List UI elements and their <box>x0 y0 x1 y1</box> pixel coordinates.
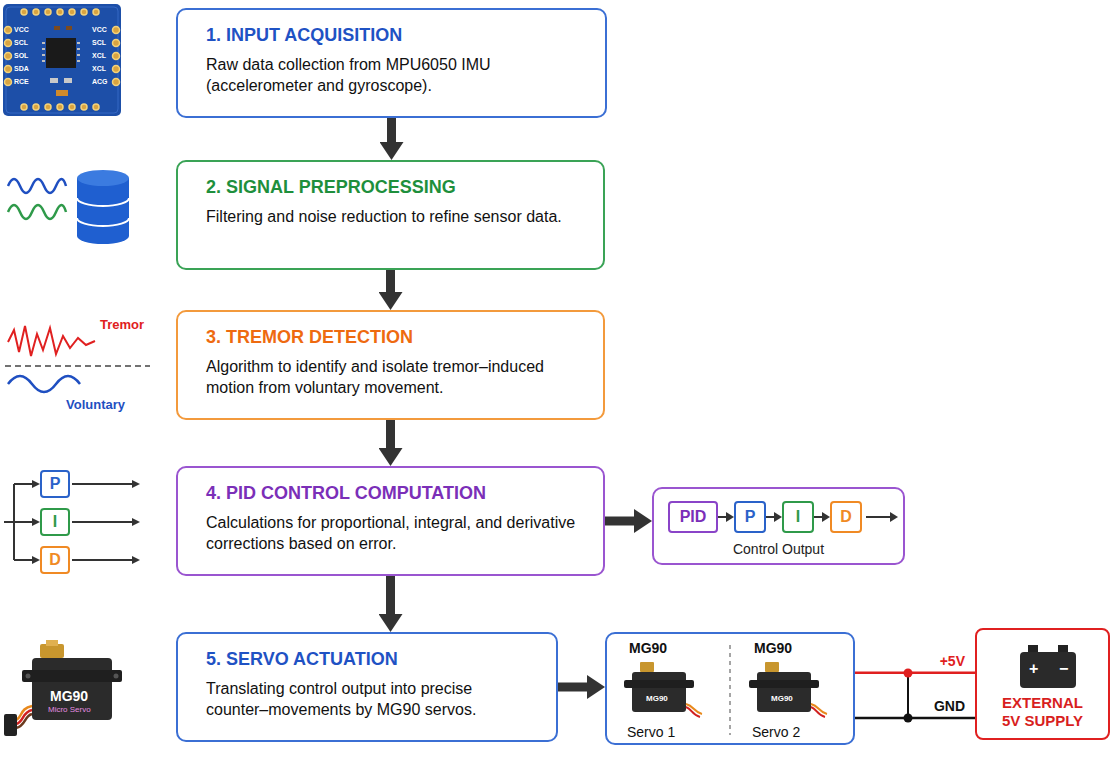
pin-label: SOL <box>14 52 28 60</box>
flow-arrow <box>386 576 395 614</box>
part-marking: Micro Servo <box>48 705 91 714</box>
flow-arrow <box>558 683 587 692</box>
servo-model: MG90 <box>754 640 792 656</box>
step-heading: 2. SIGNAL PREPROCESSING <box>206 176 583 198</box>
imu-board <box>3 4 121 116</box>
step-description: Raw data collection from MPU6050 IMU (ac… <box>206 54 585 96</box>
pin-label: RCE <box>14 78 29 86</box>
pin-label: ACG <box>92 78 108 86</box>
flow-arrow <box>814 516 822 518</box>
wire-label: GND <box>934 698 965 714</box>
term-letter: P <box>745 508 756 526</box>
flow-arrow <box>605 517 634 526</box>
step-heading: 1. INPUT ACQUISITION <box>206 24 585 46</box>
step-heading: 4. PID CONTROL COMPUTATION <box>206 482 583 504</box>
term-box: P <box>734 501 766 533</box>
signal-label: Voluntary <box>66 398 125 413</box>
signal-database-icon <box>8 170 129 244</box>
term-box: I <box>40 508 70 536</box>
flow-arrow <box>766 516 774 518</box>
tremor-waveform-icon <box>5 326 150 392</box>
flow-arrow <box>387 118 396 142</box>
process-box: 4. PID CONTROL COMPUTATION Calculations f… <box>176 466 605 576</box>
polarity-sign: + <box>1029 660 1038 678</box>
output-panel: Control OutputPIDPID <box>652 487 905 565</box>
flow-arrow <box>386 270 395 292</box>
process-box: 5. SERVO ACTUATION Translating control ou… <box>176 632 558 742</box>
servo-name: Servo 2 <box>752 724 800 740</box>
term-letter: I <box>53 513 57 531</box>
pin-label: SDA <box>14 65 29 73</box>
supply-label: EXTERNAL 5V SUPPLY <box>995 694 1091 730</box>
term-letter: P <box>50 475 61 493</box>
term-box: P <box>40 470 70 498</box>
part-marking: MG90 <box>50 688 88 704</box>
term-letter: I <box>796 508 800 526</box>
wire-label: +5V <box>940 653 965 669</box>
term-box: D <box>830 501 862 533</box>
process-box: 3. TREMOR DETECTION Algorithm to identify… <box>176 310 605 420</box>
panel-title: Control Output <box>654 541 903 557</box>
term-letter: D <box>840 508 852 526</box>
process-box: 1. INPUT ACQUISITION Raw data collection … <box>176 8 607 118</box>
power-supply-box: EXTERNAL 5V SUPPLY <box>975 628 1110 740</box>
signal-label: Tremor <box>100 318 144 333</box>
power-wire <box>855 671 975 674</box>
term-letter: PID <box>680 508 707 526</box>
step-heading: 5. SERVO ACTUATION <box>206 648 536 670</box>
servo-model: MG90 <box>629 640 667 656</box>
term-box: PID <box>668 501 718 533</box>
polarity-sign: − <box>1059 660 1068 678</box>
process-box: 2. SIGNAL PREPROCESSING Filtering and noi… <box>176 160 605 270</box>
term-box: D <box>40 546 70 574</box>
step-description: Translating control output into precise … <box>206 678 536 720</box>
term-letter: D <box>49 551 61 569</box>
wire-junction <box>904 669 913 723</box>
battery-icon <box>1020 645 1076 688</box>
step-heading: 3. TREMOR DETECTION <box>206 326 583 348</box>
servo-pair <box>624 645 827 735</box>
servo-panel: MG90MG90Servo 1Servo 2 <box>605 632 855 745</box>
flow-arrow <box>718 516 726 518</box>
power-wire <box>855 717 975 720</box>
pin-label: VCC <box>14 26 29 34</box>
flow-arrow <box>386 420 395 448</box>
part-marking: MG90 <box>646 694 668 703</box>
pid-tree-icon <box>4 480 140 564</box>
step-description: Filtering and noise reduction to refine … <box>206 206 583 227</box>
output-arrow <box>866 512 898 522</box>
step-description: Algorithm to identify and isolate tremor… <box>206 356 583 398</box>
servo-icon <box>4 640 122 736</box>
term-box: I <box>782 501 814 533</box>
pin-label: VCC <box>92 26 107 34</box>
pin-label: XCL <box>92 52 106 60</box>
pin-label: SCL <box>14 39 28 47</box>
pin-label: XCL <box>92 65 106 73</box>
step-description: Calculations for proportional, integral,… <box>206 512 583 554</box>
pin-label: SCL <box>92 39 106 47</box>
part-marking: MG90 <box>771 694 793 703</box>
servo-name: Servo 1 <box>627 724 675 740</box>
